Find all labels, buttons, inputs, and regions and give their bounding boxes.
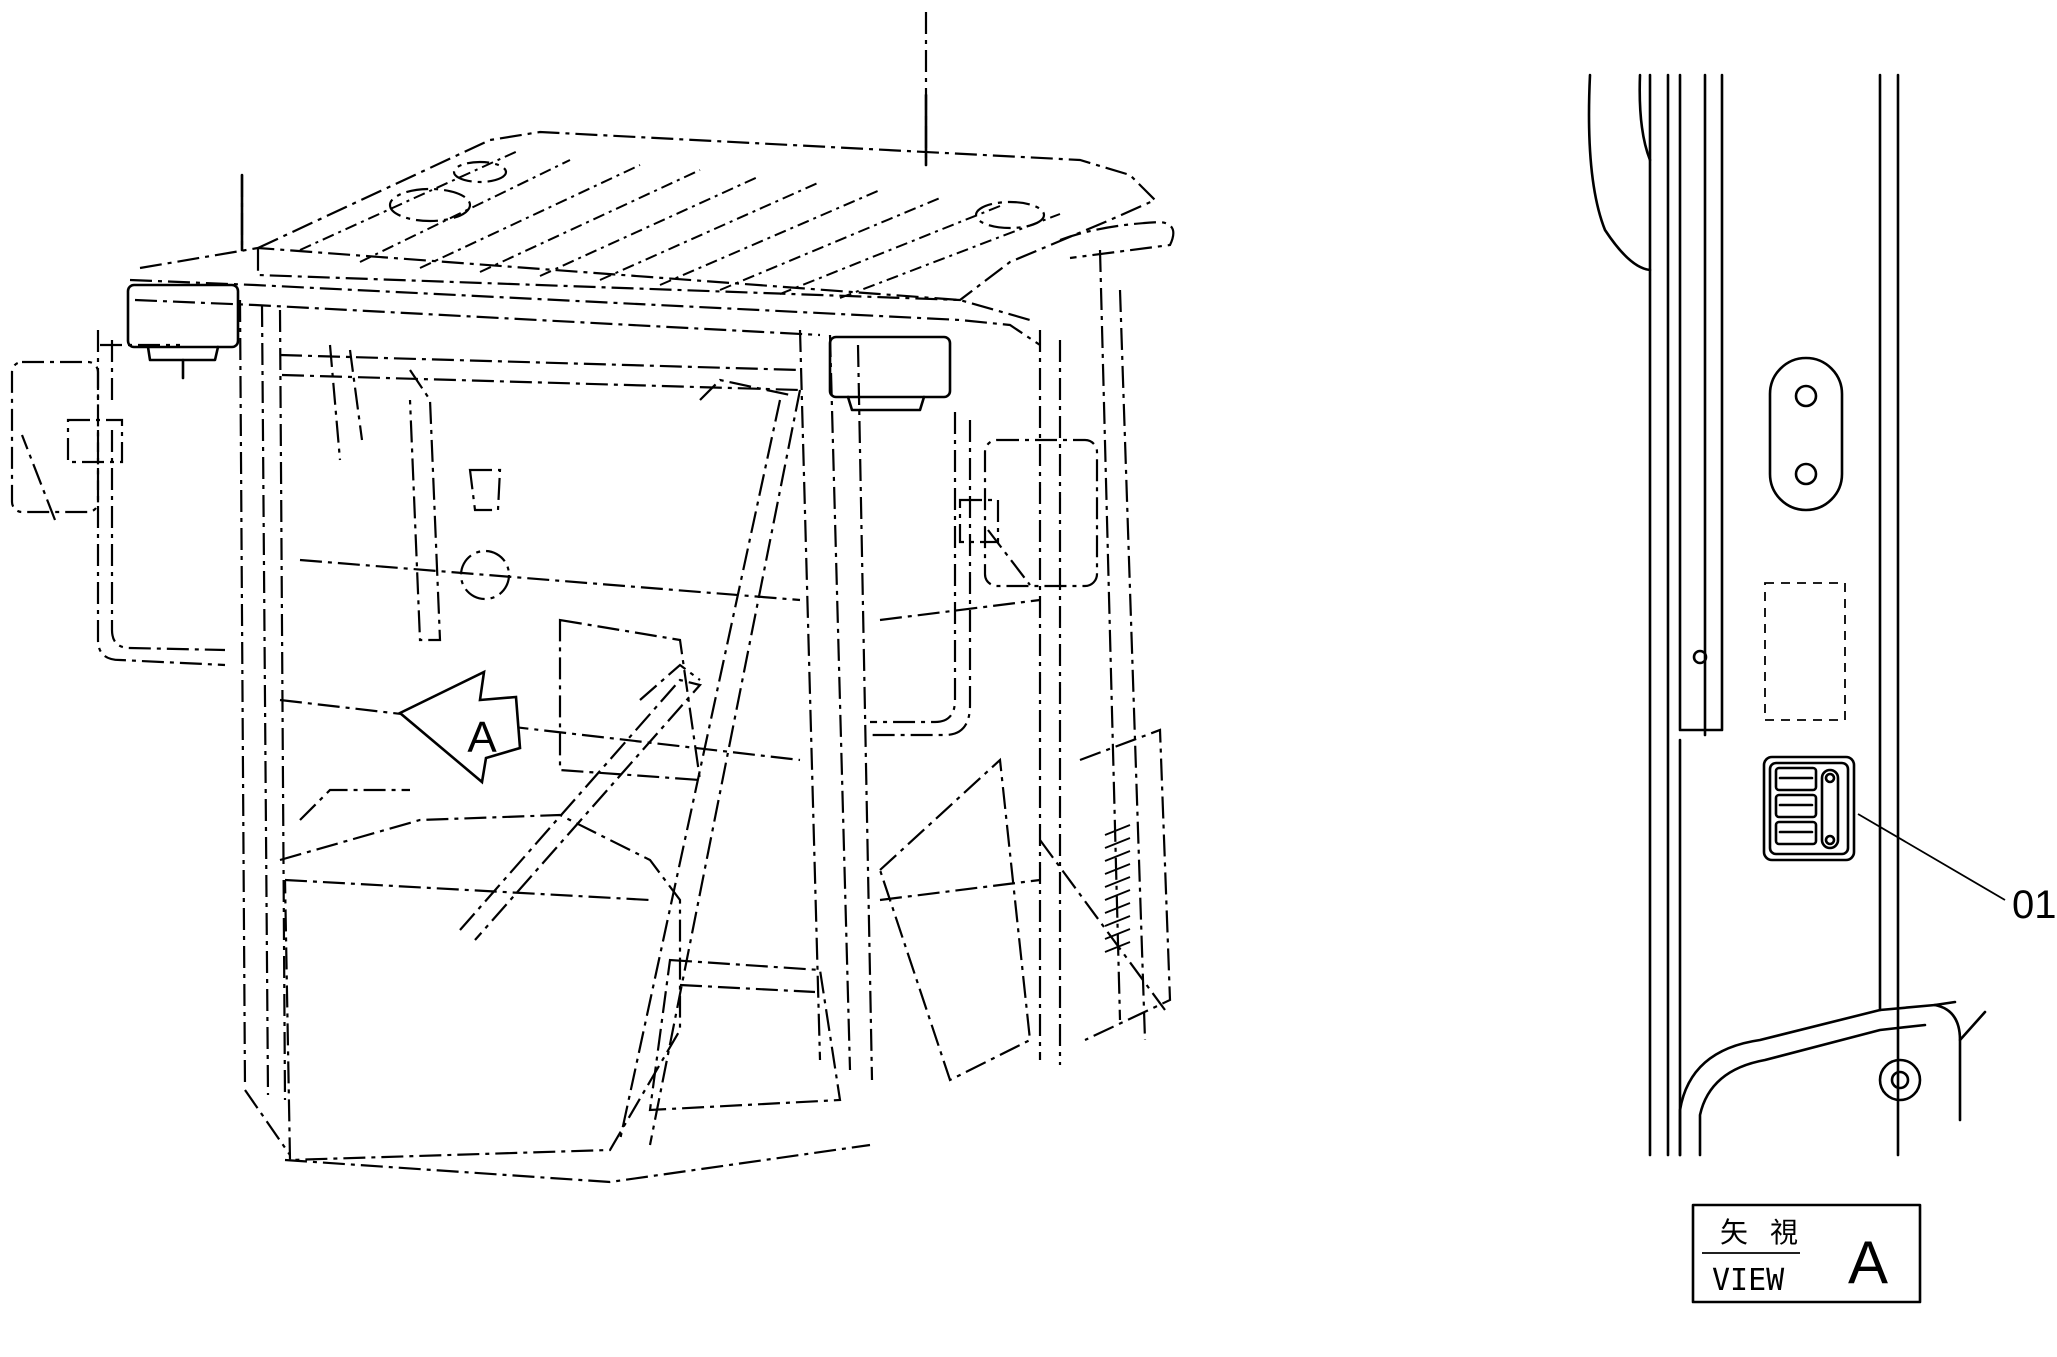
interior-parts	[244, 344, 871, 1184]
leader-line	[1857, 813, 2006, 901]
vent-grille	[1104, 824, 1131, 953]
cab-assembly: A	[10, 12, 1175, 1184]
switch-panel-01	[1762, 755, 1856, 862]
work-light-left	[126, 283, 240, 380]
bottom-bracket	[1678, 1000, 1987, 1157]
cab-frame	[238, 220, 1175, 1101]
view-arrow-label: A	[467, 713, 497, 762]
antenna	[240, 12, 928, 252]
callout-01: 01	[2012, 883, 2057, 927]
cab-roof	[129, 130, 1157, 346]
mirror-right	[870, 412, 1099, 737]
view-kanji-2: 視	[1770, 1217, 1798, 1248]
view-title-box: 矢 視 VIEW A	[1691, 1203, 1922, 1304]
slot-plate	[1768, 356, 1844, 512]
view-letter: A	[1848, 1229, 1888, 1296]
label-placeholder	[1764, 582, 1846, 721]
view-kanji-1: 矢	[1720, 1217, 1748, 1248]
work-light-right	[828, 335, 952, 412]
detail-view-a: 01	[1587, 73, 2057, 1157]
view-arrow-a: A	[397, 669, 522, 785]
view-english-label: VIEW	[1712, 1263, 1785, 1298]
mirror-left	[10, 330, 226, 667]
